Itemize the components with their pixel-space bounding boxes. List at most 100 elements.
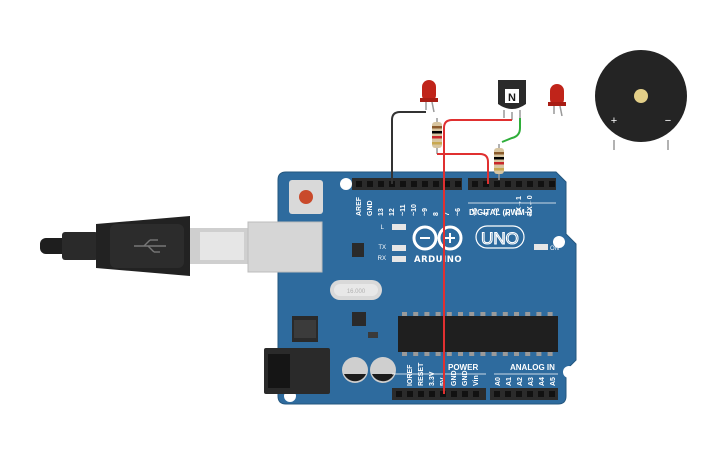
buzzer-plus-label: + xyxy=(611,115,617,127)
header-pin-socket[interactable] xyxy=(455,181,461,187)
led-on-label: ON xyxy=(550,246,559,252)
arduino-uno-board[interactable]: 16.000 L TX RX ON ARDUINO UNO xyxy=(247,171,577,405)
usb-cable[interactable] xyxy=(40,216,248,276)
header-pin-socket[interactable] xyxy=(549,181,555,187)
digital-pin-label: ~6 xyxy=(455,208,462,216)
chip-leg xyxy=(547,312,553,316)
chip-leg xyxy=(536,312,542,316)
wire-black-gnd[interactable] xyxy=(391,111,426,184)
led-red-2[interactable] xyxy=(548,84,566,117)
led-l-label: L xyxy=(381,225,385,231)
header-pin-socket[interactable] xyxy=(549,391,555,397)
header-pin-socket[interactable] xyxy=(527,391,533,397)
led-rx-label: RX xyxy=(378,256,386,262)
chip-leg xyxy=(514,352,519,356)
header-pin-socket[interactable] xyxy=(429,391,435,397)
chip-leg xyxy=(547,352,553,356)
model-badge xyxy=(475,225,525,249)
header-pin-socket[interactable] xyxy=(472,181,478,187)
piezo-buzzer[interactable]: + − xyxy=(595,50,687,150)
power-pin-label: Vin xyxy=(473,375,480,386)
header-pin-socket[interactable] xyxy=(505,181,511,187)
digital-pin-label: ~11 xyxy=(400,204,407,216)
header-pin-socket[interactable] xyxy=(538,181,544,187)
voltage-regulator xyxy=(292,316,318,342)
header-pin-socket[interactable] xyxy=(407,391,413,397)
chip-leg xyxy=(502,312,508,316)
chip-leg xyxy=(402,352,407,356)
header-pin-socket[interactable] xyxy=(462,391,468,397)
header-pin-socket[interactable] xyxy=(367,181,373,187)
chip-leg xyxy=(446,352,452,356)
analog-pin-label: A3 xyxy=(528,377,535,386)
analog-pin-label: A4 xyxy=(539,377,546,386)
header-pin-socket[interactable] xyxy=(422,181,428,187)
digital-pin-label: TX→1 xyxy=(516,196,523,216)
power-pin-label: GND xyxy=(451,370,458,386)
header-pin-socket[interactable] xyxy=(400,181,406,187)
wire-red-pin6[interactable] xyxy=(437,153,489,184)
capacitor xyxy=(370,357,396,383)
wire-red-5v[interactable] xyxy=(443,119,512,394)
digital-pin-label: ~10 xyxy=(411,204,418,216)
chip-leg xyxy=(469,352,475,356)
status-leds: L TX RX ON xyxy=(378,224,559,262)
analog-pin-label: A1 xyxy=(506,377,513,386)
digital-pin-label: AREF xyxy=(356,196,363,216)
header-pin-socket[interactable] xyxy=(411,181,417,187)
digital-pin-label: ~3 xyxy=(494,208,501,216)
smd-component xyxy=(368,332,378,338)
power-jack xyxy=(264,348,330,394)
reset-button[interactable] xyxy=(289,180,323,214)
digital-pin-label: RX←0 xyxy=(527,195,534,216)
header-pin-socket[interactable] xyxy=(444,181,450,187)
npn-transistor[interactable]: N xyxy=(498,80,526,120)
chip-leg xyxy=(469,312,475,316)
header-pin-socket[interactable] xyxy=(356,181,362,187)
header-pin-socket[interactable] xyxy=(538,391,544,397)
header-pin-socket[interactable] xyxy=(494,181,500,187)
analog-pin-label: A5 xyxy=(550,377,557,386)
resistor-2[interactable] xyxy=(494,144,504,180)
digital-pin-label: 4 xyxy=(483,212,490,216)
chip-leg xyxy=(435,352,441,356)
chip-leg xyxy=(413,312,419,316)
chip-leg xyxy=(424,352,430,356)
header-pin-socket[interactable] xyxy=(505,391,511,397)
header-pin-socket[interactable] xyxy=(396,391,402,397)
arduino-logo xyxy=(412,225,463,251)
capacitor xyxy=(342,357,368,383)
led-red-1[interactable] xyxy=(420,80,438,113)
header-pin-socket[interactable] xyxy=(378,181,384,187)
led-rx xyxy=(392,256,406,262)
power-section-label: POWER xyxy=(448,363,478,372)
chip-leg xyxy=(424,312,430,316)
header-pin-socket[interactable] xyxy=(418,391,424,397)
crystal-oscillator: 16.000 xyxy=(330,280,382,300)
chip-leg xyxy=(458,312,463,316)
model-label: UNO xyxy=(481,229,519,248)
header-pin-socket[interactable] xyxy=(451,391,457,397)
chip-leg xyxy=(491,352,497,356)
header-pin-socket[interactable] xyxy=(527,181,533,187)
header-power xyxy=(392,388,486,400)
header-pin-socket[interactable] xyxy=(516,181,522,187)
buzzer-minus-label: − xyxy=(665,115,671,127)
resistor-1[interactable] xyxy=(432,118,442,154)
header-pin-socket[interactable] xyxy=(473,391,479,397)
wire-green-base[interactable] xyxy=(501,118,521,143)
power-pin-label: IOREF xyxy=(407,364,414,386)
header-pin-socket[interactable] xyxy=(494,391,500,397)
digital-pin-label: 2 xyxy=(505,212,512,216)
header-analog xyxy=(490,388,558,400)
header-pin-socket[interactable] xyxy=(483,181,489,187)
chip-leg xyxy=(413,352,419,356)
digital-pin-label: 8 xyxy=(433,212,440,216)
power-pin-label: GND xyxy=(462,370,469,386)
digital-pin-label: 7 xyxy=(444,212,451,216)
header-pin-socket[interactable] xyxy=(516,391,522,397)
led-tx xyxy=(392,245,406,251)
header-pin-socket[interactable] xyxy=(433,181,439,187)
